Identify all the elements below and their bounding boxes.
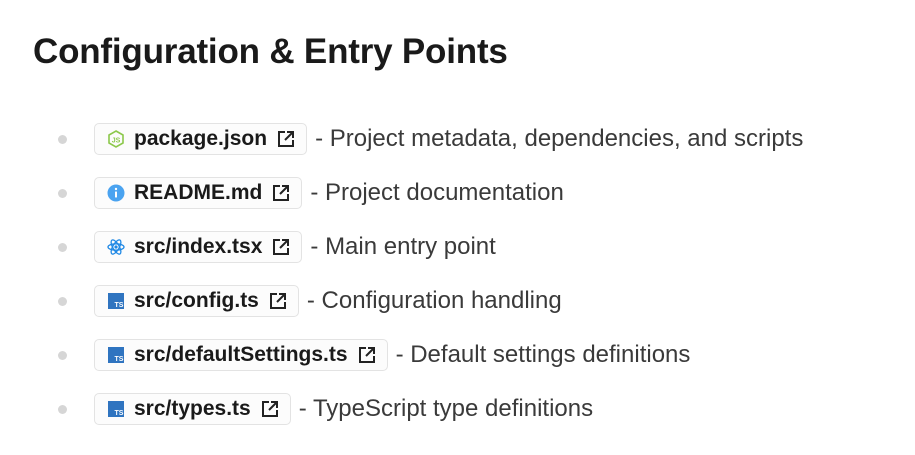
list-item: TS src/config.ts - Configuration handlin… <box>33 274 915 328</box>
typescript-icon: TS <box>108 293 124 309</box>
bullet <box>58 134 67 144</box>
file-description: - Default settings definitions <box>395 341 691 368</box>
react-icon <box>107 239 125 255</box>
file-name: src/defaultSettings.ts <box>134 343 348 366</box>
file-name: src/config.ts <box>134 289 259 312</box>
file-description: - TypeScript type definitions <box>298 395 594 422</box>
svg-text:TS: TS <box>115 356 124 363</box>
bullet <box>58 242 67 252</box>
external-link-icon <box>269 293 286 309</box>
list-item: TS src/types.ts - TypeScript type defini… <box>33 382 915 436</box>
file-description: - Configuration handling <box>306 287 562 314</box>
list-item: JS package.json - Project metadata, depe… <box>33 112 915 166</box>
file-name: src/index.tsx <box>134 235 263 258</box>
typescript-icon: TS <box>108 401 124 417</box>
file-link-types-ts[interactable]: TS src/types.ts <box>94 393 291 425</box>
bullet <box>58 188 67 198</box>
external-link-icon <box>261 401 278 417</box>
external-link-icon <box>273 185 290 201</box>
external-link-icon <box>273 239 290 255</box>
list-item: TS src/defaultSettings.ts - Default sett… <box>33 328 915 382</box>
file-link-readme[interactable]: README.md <box>94 177 303 209</box>
bullet <box>58 350 67 360</box>
file-link-default-settings-ts[interactable]: TS src/defaultSettings.ts <box>94 339 388 371</box>
file-name: README.md <box>134 181 263 204</box>
external-link-icon <box>358 347 375 363</box>
file-description: - Main entry point <box>310 233 496 260</box>
bullet <box>58 404 67 414</box>
svg-text:TS: TS <box>115 410 124 417</box>
file-list: JS package.json - Project metadata, depe… <box>33 112 915 436</box>
file-name: src/types.ts <box>134 397 251 420</box>
svg-text:JS: JS <box>112 138 121 145</box>
file-link-package-json[interactable]: JS package.json <box>94 123 308 155</box>
page-title: Configuration & Entry Points <box>33 32 508 71</box>
info-icon <box>107 184 125 202</box>
file-description: - Project metadata, dependencies, and sc… <box>315 125 804 152</box>
list-item: src/index.tsx - Main entry point <box>33 220 915 274</box>
svg-text:TS: TS <box>115 302 124 309</box>
external-link-icon <box>278 131 295 147</box>
bullet <box>58 296 67 306</box>
file-link-index-tsx[interactable]: src/index.tsx <box>94 231 303 263</box>
nodejs-icon: JS <box>108 130 124 148</box>
file-name: package.json <box>134 127 268 150</box>
list-item: README.md - Project documentation <box>33 166 915 220</box>
typescript-icon: TS <box>108 347 124 363</box>
file-link-config-ts[interactable]: TS src/config.ts <box>94 285 299 317</box>
page: Configuration & Entry Points JS package.… <box>33 32 915 436</box>
file-description: - Project documentation <box>310 179 564 206</box>
